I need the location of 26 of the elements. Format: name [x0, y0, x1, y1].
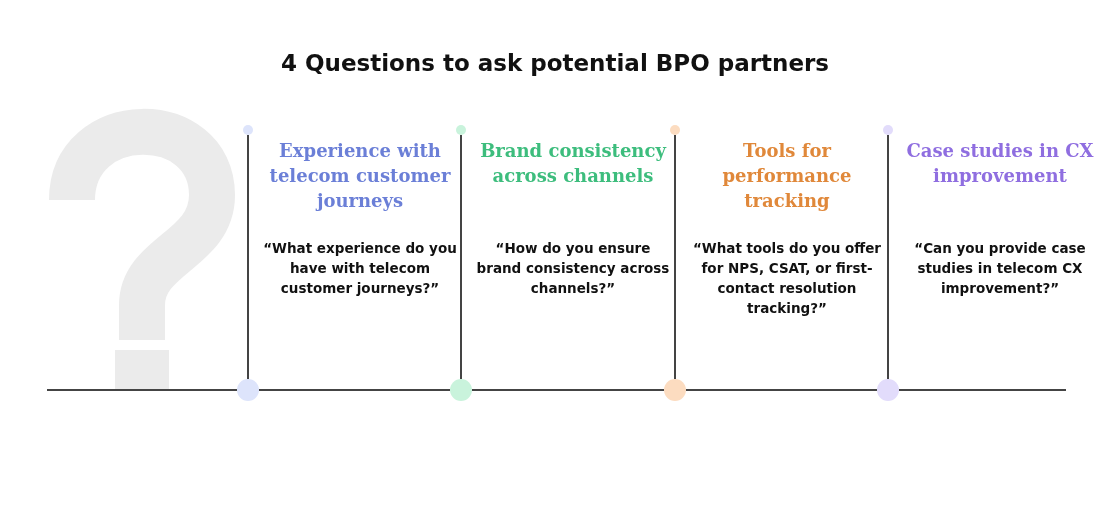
- vertical-line: [460, 134, 462, 380]
- question-text: “What tools do you offer for NPS, CSAT, or first-contact resolution tracking?”: [691, 239, 883, 318]
- timeline-marker: [450, 379, 472, 401]
- timeline-line: [471, 389, 665, 391]
- timeline-dot: [883, 125, 893, 135]
- timeline-dot: [456, 125, 466, 135]
- vertical-line: [674, 134, 676, 380]
- vertical-line: [247, 134, 249, 380]
- timeline-line: [685, 389, 878, 391]
- timeline-marker: [877, 379, 899, 401]
- timeline-dot: [243, 125, 253, 135]
- question-text: “What experience do you have with telecom customer journeys?”: [262, 239, 458, 298]
- timeline-line: [258, 389, 451, 391]
- column-heading: Brand consistency across channels: [479, 139, 668, 188]
- question-text: “Can you provide case studies in telecom CX improvement?”: [913, 239, 1087, 298]
- vertical-line: [887, 134, 889, 380]
- column-heading: Tools for performance tracking: [721, 139, 853, 213]
- column-heading: Experience with telecom customer journeys: [268, 139, 452, 213]
- timeline-dot: [670, 125, 680, 135]
- column-heading: Case studies in CX improvement: [905, 139, 1095, 188]
- timeline-marker: [664, 379, 686, 401]
- timeline-marker: [237, 379, 259, 401]
- timeline-line: [898, 389, 1067, 391]
- timeline-line: [46, 389, 238, 391]
- title: 4 Questions to ask potential BPO partners: [279, 50, 831, 76]
- question-text: “How do you ensure brand consistency across channels?”: [475, 239, 671, 298]
